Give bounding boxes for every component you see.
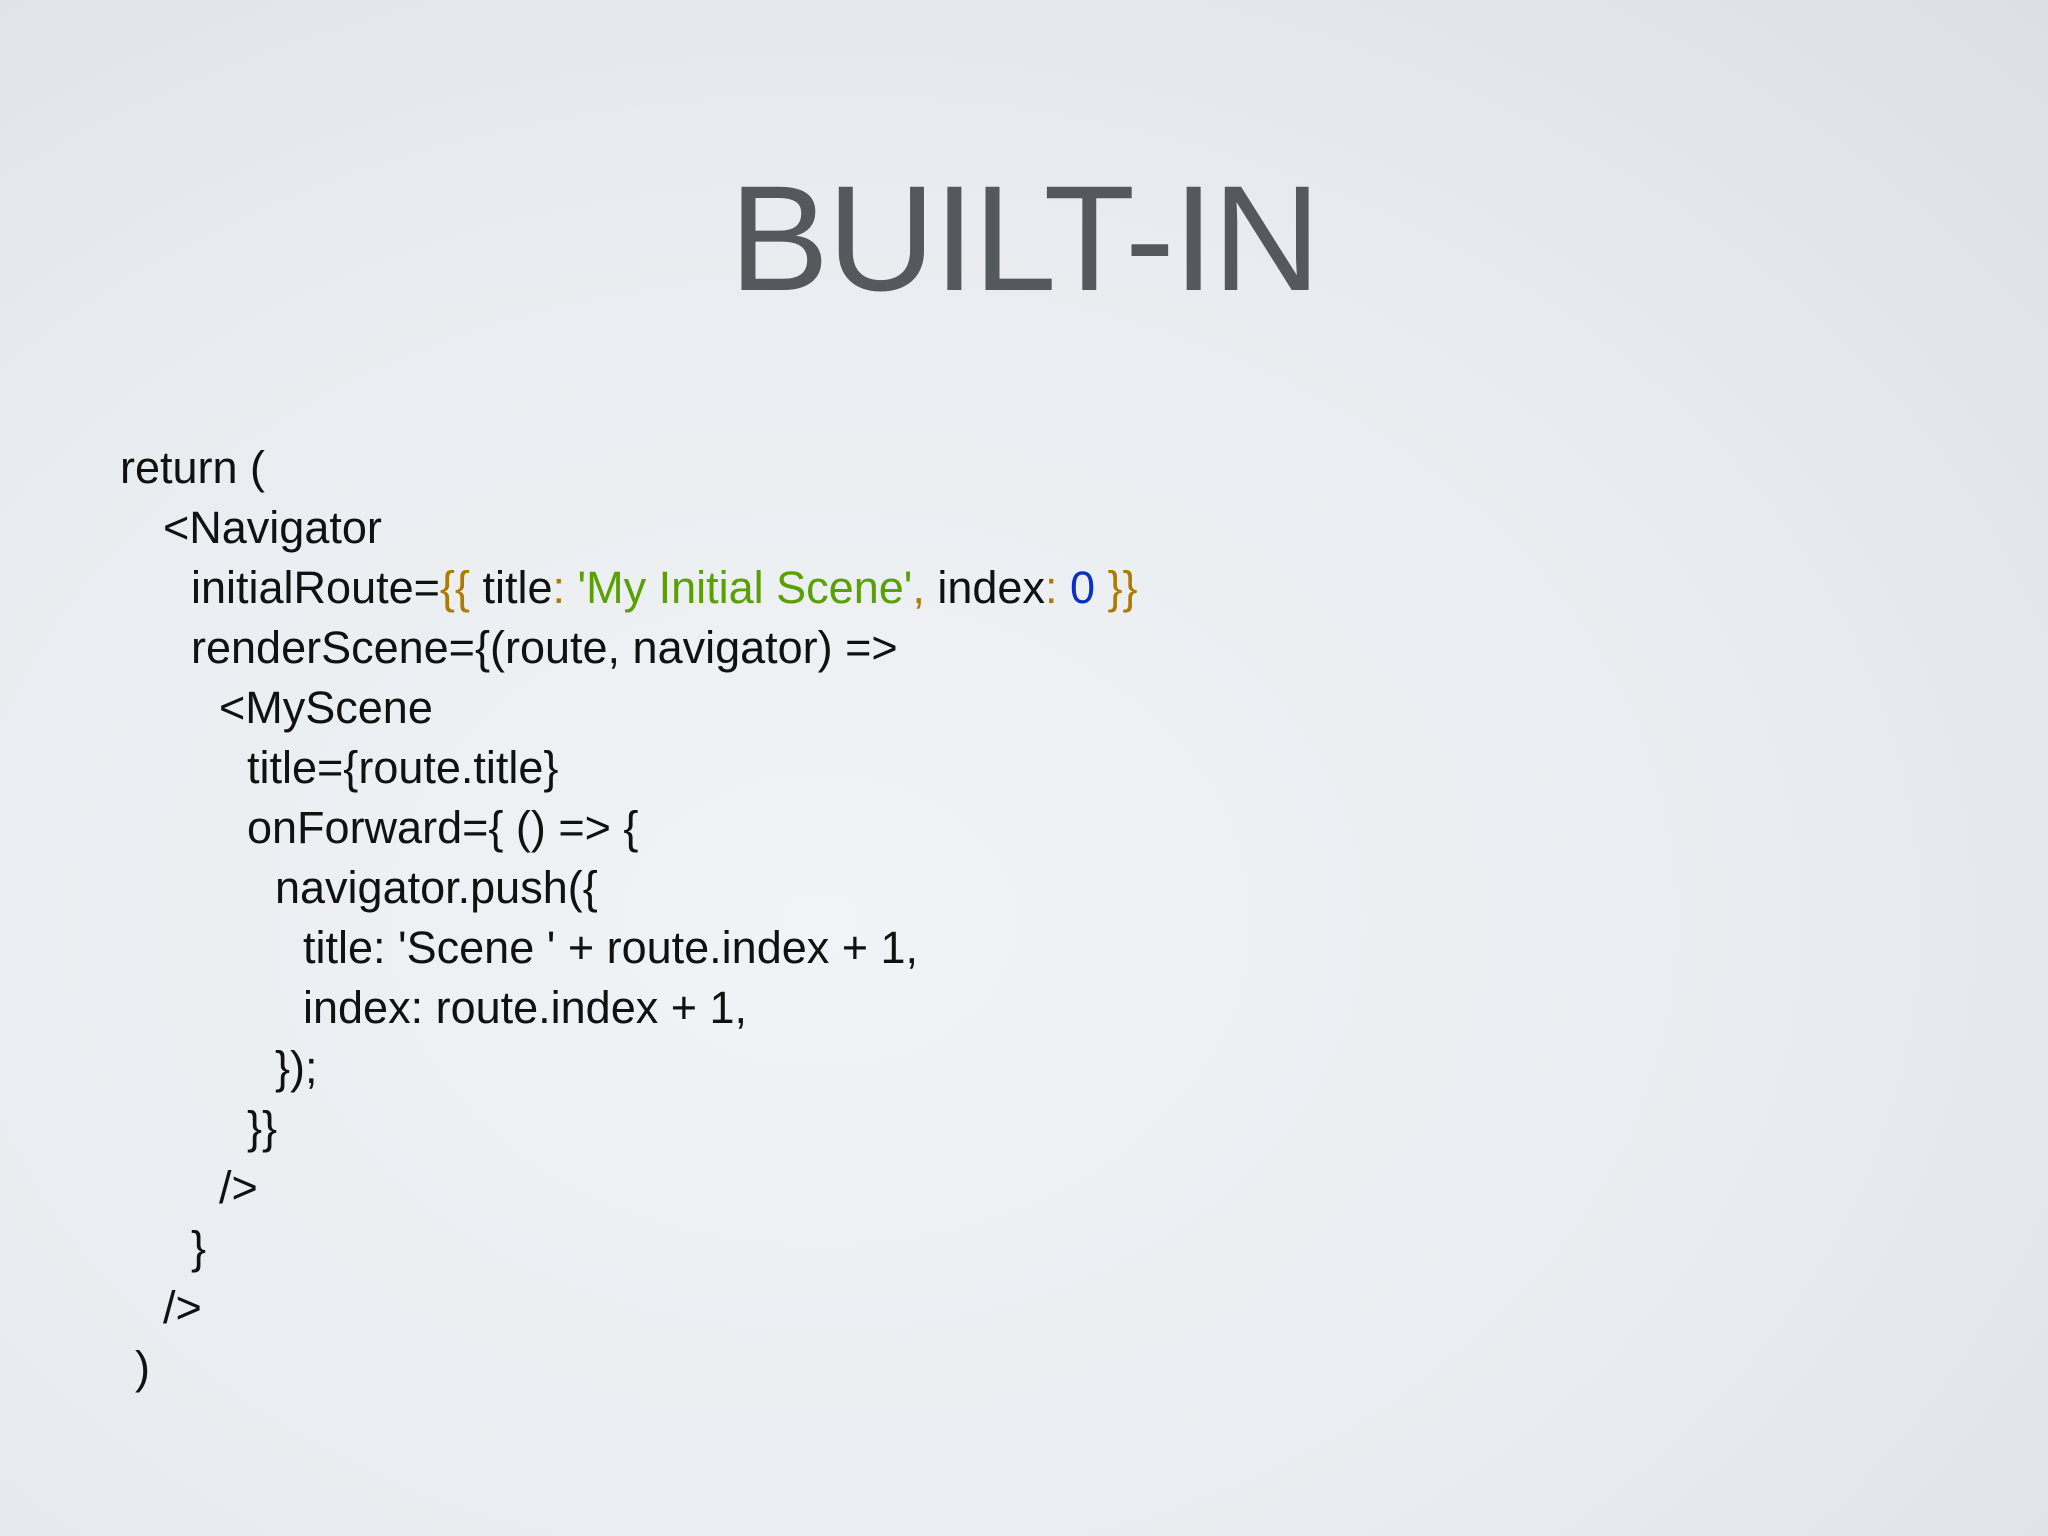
slide-title: BUILT-IN [729, 154, 1321, 322]
code-token-prop: initialRoute= [191, 562, 440, 613]
code-token-colon: : [1044, 562, 1058, 613]
code-token-key-index: index [924, 562, 1045, 613]
code-block: return ( <Navigator initialRoute={{ titl… [120, 438, 1138, 1398]
code-token-number: 0 [1057, 562, 1095, 613]
code-token-colon: : [552, 562, 566, 613]
code-line-initial-route: initialRoute={{ title: 'My Initial Scene… [120, 558, 1138, 618]
code-line: index: route.index + 1, [303, 982, 748, 1033]
code-line: title: 'Scene ' + route.index + 1, [303, 922, 919, 973]
code-token-close-braces: }} [1095, 562, 1138, 613]
code-line: } [191, 1222, 207, 1273]
code-line: renderScene={(route, navigator) => [191, 622, 898, 673]
code-token-string: 'My Initial Scene' [565, 562, 913, 613]
code-token-key-title: title [469, 562, 553, 613]
code-line: ) [135, 1342, 150, 1393]
code-line: title={route.title} [247, 742, 559, 793]
code-line: return ( [120, 442, 266, 493]
code-line: /> [219, 1162, 258, 1213]
code-line: /> [163, 1282, 202, 1333]
code-line: }); [275, 1042, 318, 1093]
code-token-comma: , [912, 562, 925, 613]
code-line: <MyScene [219, 682, 433, 733]
code-line: <Navigator [163, 502, 382, 553]
code-line: onForward={ () => { [247, 802, 639, 853]
code-token-open-braces: {{ [439, 562, 470, 613]
code-line: }} [247, 1102, 278, 1153]
code-line: navigator.push({ [275, 862, 598, 913]
